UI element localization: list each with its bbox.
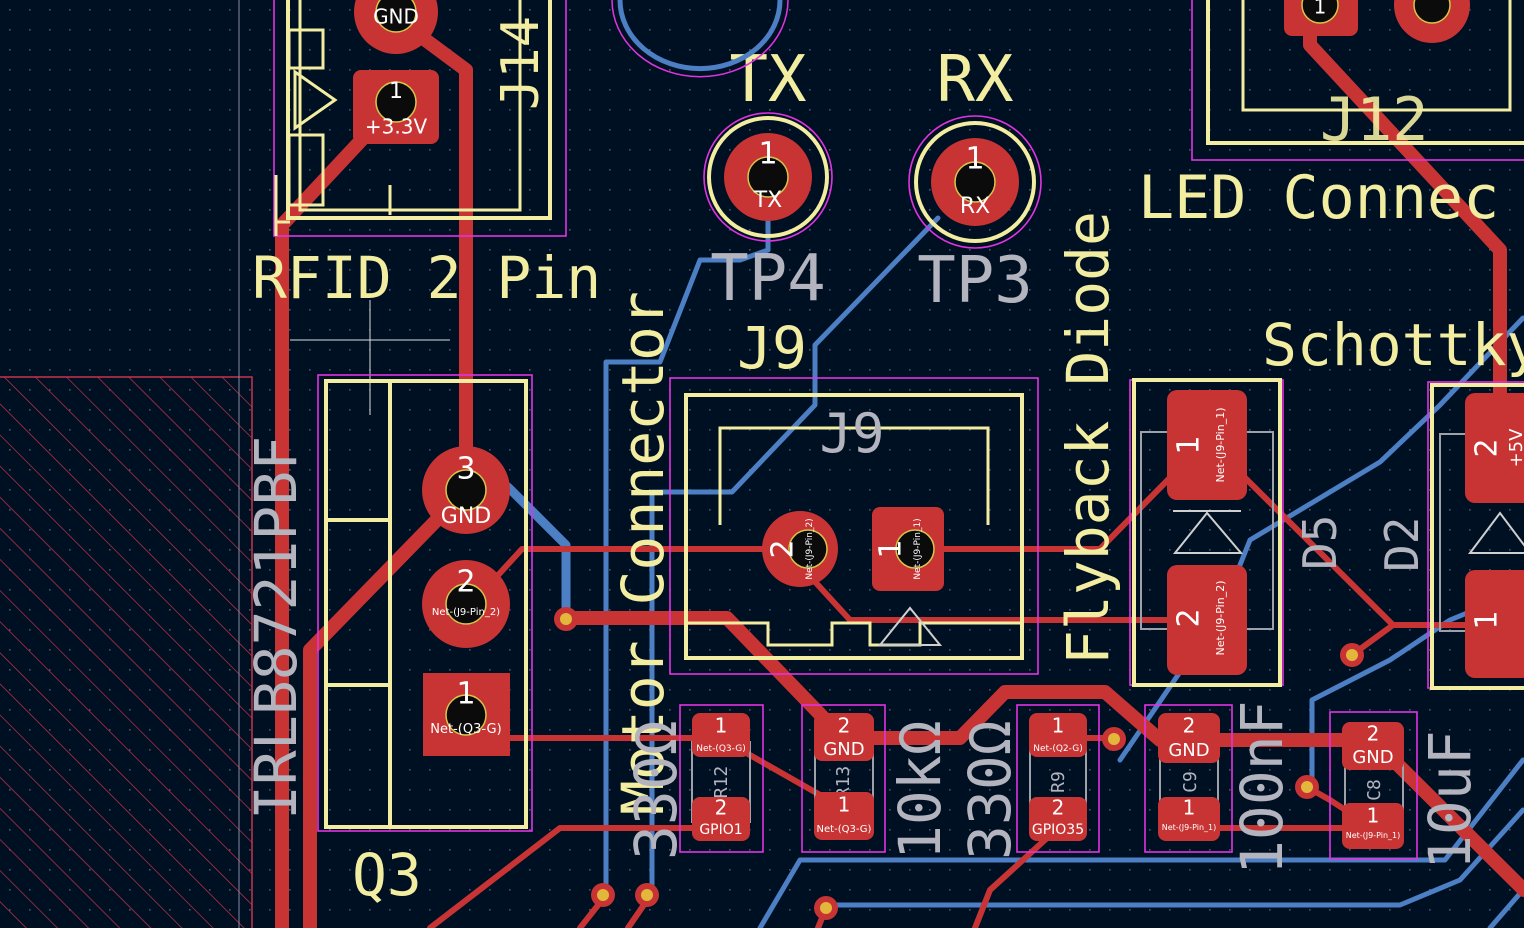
c8-pad2-number: 2 [1367,722,1380,746]
r9-fab-label: R9 [1048,771,1069,793]
d2-pad2-net: +5V [1506,428,1524,468]
cursor-crosshair-icon [290,300,450,415]
q3-pad1-net: Net-(Q3-G) [430,722,501,737]
rfid-label: RFID 2 Pin [252,244,601,312]
q3-ref-label: Q3 [352,841,422,909]
testpoint-tp4[interactable]: TX 1 TX TP4 [703,43,833,316]
r9-pad1-net: Net-(Q2-G) [1033,744,1082,754]
r13-value-label: 10kΩ [886,720,954,860]
footprint-j14[interactable]: J14 GND 1 +3.3V [273,0,567,237]
d5-pad1-number: 1 [1172,435,1207,454]
j14-ref-label: J14 [491,16,551,110]
q3-pad2-number: 2 [456,565,475,600]
c9-pad1-number: 1 [1183,796,1196,820]
j9-pad2-number: 2 [766,539,801,558]
tp3-pad-number: 1 [965,142,984,177]
c8-pad1-net: Net-(J9-Pin_1) [1346,831,1401,840]
d5-pad2-number: 2 [1172,608,1207,627]
j9-pad1-net: Net-(J9-Pin_1) [913,518,923,579]
r12-pad1-net: Net-(Q3-G) [696,744,745,754]
r12-pad2-net: GPIO1 [699,822,742,838]
j9-pad1-number: 1 [874,539,909,558]
c9-pad2-number: 2 [1183,714,1196,738]
r13-fab-label: R13 [833,766,854,799]
mounting-hole-courtyard [611,0,789,78]
irlb-part-label: IRLB8721PBF [242,436,310,820]
footprint-q3[interactable]: IRLB8721PBF 3 GND 2 Net-(J9-Pin_2) 1 Net… [242,374,533,832]
c8-fab-label: C8 [1364,779,1385,801]
rx-label: RX [936,43,1013,117]
r13-pad1-net: Net-(Q3-G) [817,824,872,835]
resistor-r13[interactable]: R13 2 GND 1 Net-(Q3-G) [801,704,886,853]
d2-pad1-number: 1 [1470,610,1505,629]
schottky-label: Schottky [1262,311,1524,379]
footprint-d5[interactable]: D5 1 Net-(J9-Pin_1) 2 Net-(J9-Pin_2) [1129,378,1347,687]
resistor-r12[interactable]: R12 1 Net-(Q3-G) 2 GPIO1 [679,704,764,853]
r9-pad2-number: 2 [1052,796,1065,820]
r13-pad1-number: 1 [838,793,851,817]
footprint-j9[interactable]: J9 J9 2 Net-(J9-Pin_2) 1 Net-(J9-Pin_1) [669,314,1039,675]
r13-pad2-net: GND [823,739,864,760]
j12-ref-label: J12 [1320,85,1428,155]
flyback-diode-label: Flyback Diode [1054,211,1122,665]
tp3-fab-label: TP3 [917,244,1033,318]
capacitor-c8[interactable]: C8 2 GND 1 Net-(J9-Pin_1) [1329,711,1418,860]
j14-pad1-net: +3.3V [365,115,428,139]
j14-pad1-number: 1 [389,79,403,104]
d2-ref-label: D2 [1375,517,1429,572]
tp3-pad-net: RX [960,194,990,219]
tp4-fab-label: TP4 [710,242,826,316]
r12-value-label: 330Ω [622,720,690,860]
resistor-r9[interactable]: R9 1 Net-(Q2-G) 2 GPIO35 [1016,704,1100,853]
testpoint-tp3[interactable]: RX 1 RX TP3 [908,43,1042,318]
c9-pad1-net: Net-(J9-Pin_1) [1162,823,1217,832]
j12-pad1-number: 1 [1314,0,1327,19]
r13-pad2-number: 2 [838,714,851,738]
c8-pad1-number: 1 [1367,804,1380,828]
d5-ref-label: D5 [1293,515,1347,570]
motor-connector-label: Motor Connector [609,291,677,815]
tx-label: TX [729,43,806,117]
vias [554,607,1364,920]
r12-pad1-number: 1 [715,714,728,738]
j9-ref-label: J9 [737,314,807,382]
mounting-hole-outline [617,0,783,72]
c9-pad2-net: GND [1168,740,1209,761]
r9-value-label: 330Ω [956,720,1024,860]
q3-pad2-net: Net-(J9-Pin_2) [432,607,500,618]
q3-pad3-net: GND [441,504,491,529]
j14-gnd-pad-net: GND [373,5,419,29]
capacitor-c9[interactable]: C9 2 GND 1 Net-(J9-Pin_1) [1144,704,1233,853]
c8-value-label: 10uF [1416,730,1484,870]
q3-pad1-number: 1 [456,677,475,712]
j9-fab-label: J9 [819,402,884,465]
led-connector-label: LED Connec [1138,163,1499,233]
c8-pad2-net: GND [1352,747,1393,768]
keepout-zone [0,0,253,928]
r12-pad2-number: 2 [715,796,728,820]
tp4-pad-number: 1 [758,137,777,172]
r9-pad1-number: 1 [1052,714,1065,738]
tp4-pad-net: TX [753,188,783,213]
footprint-d2[interactable]: D2 2 +5V 1 [1375,381,1524,690]
q3-pad3-number: 3 [456,452,475,487]
c9-fab-label: C9 [1180,771,1201,793]
r9-pad2-net: GPIO35 [1032,822,1084,838]
r12-fab-label: R12 [711,766,732,799]
footprint-j12[interactable]: J12 1 [1191,0,1524,161]
d5-pad2-net: Net-(J9-Pin_2) [1214,581,1227,656]
c9-value-label: 100nF [1228,700,1296,875]
d5-pad1-net: Net-(J9-Pin_1) [1214,408,1227,483]
d2-pad2-number: 2 [1470,438,1505,457]
j9-pad2-net: Net-(J9-Pin_2) [805,518,815,579]
